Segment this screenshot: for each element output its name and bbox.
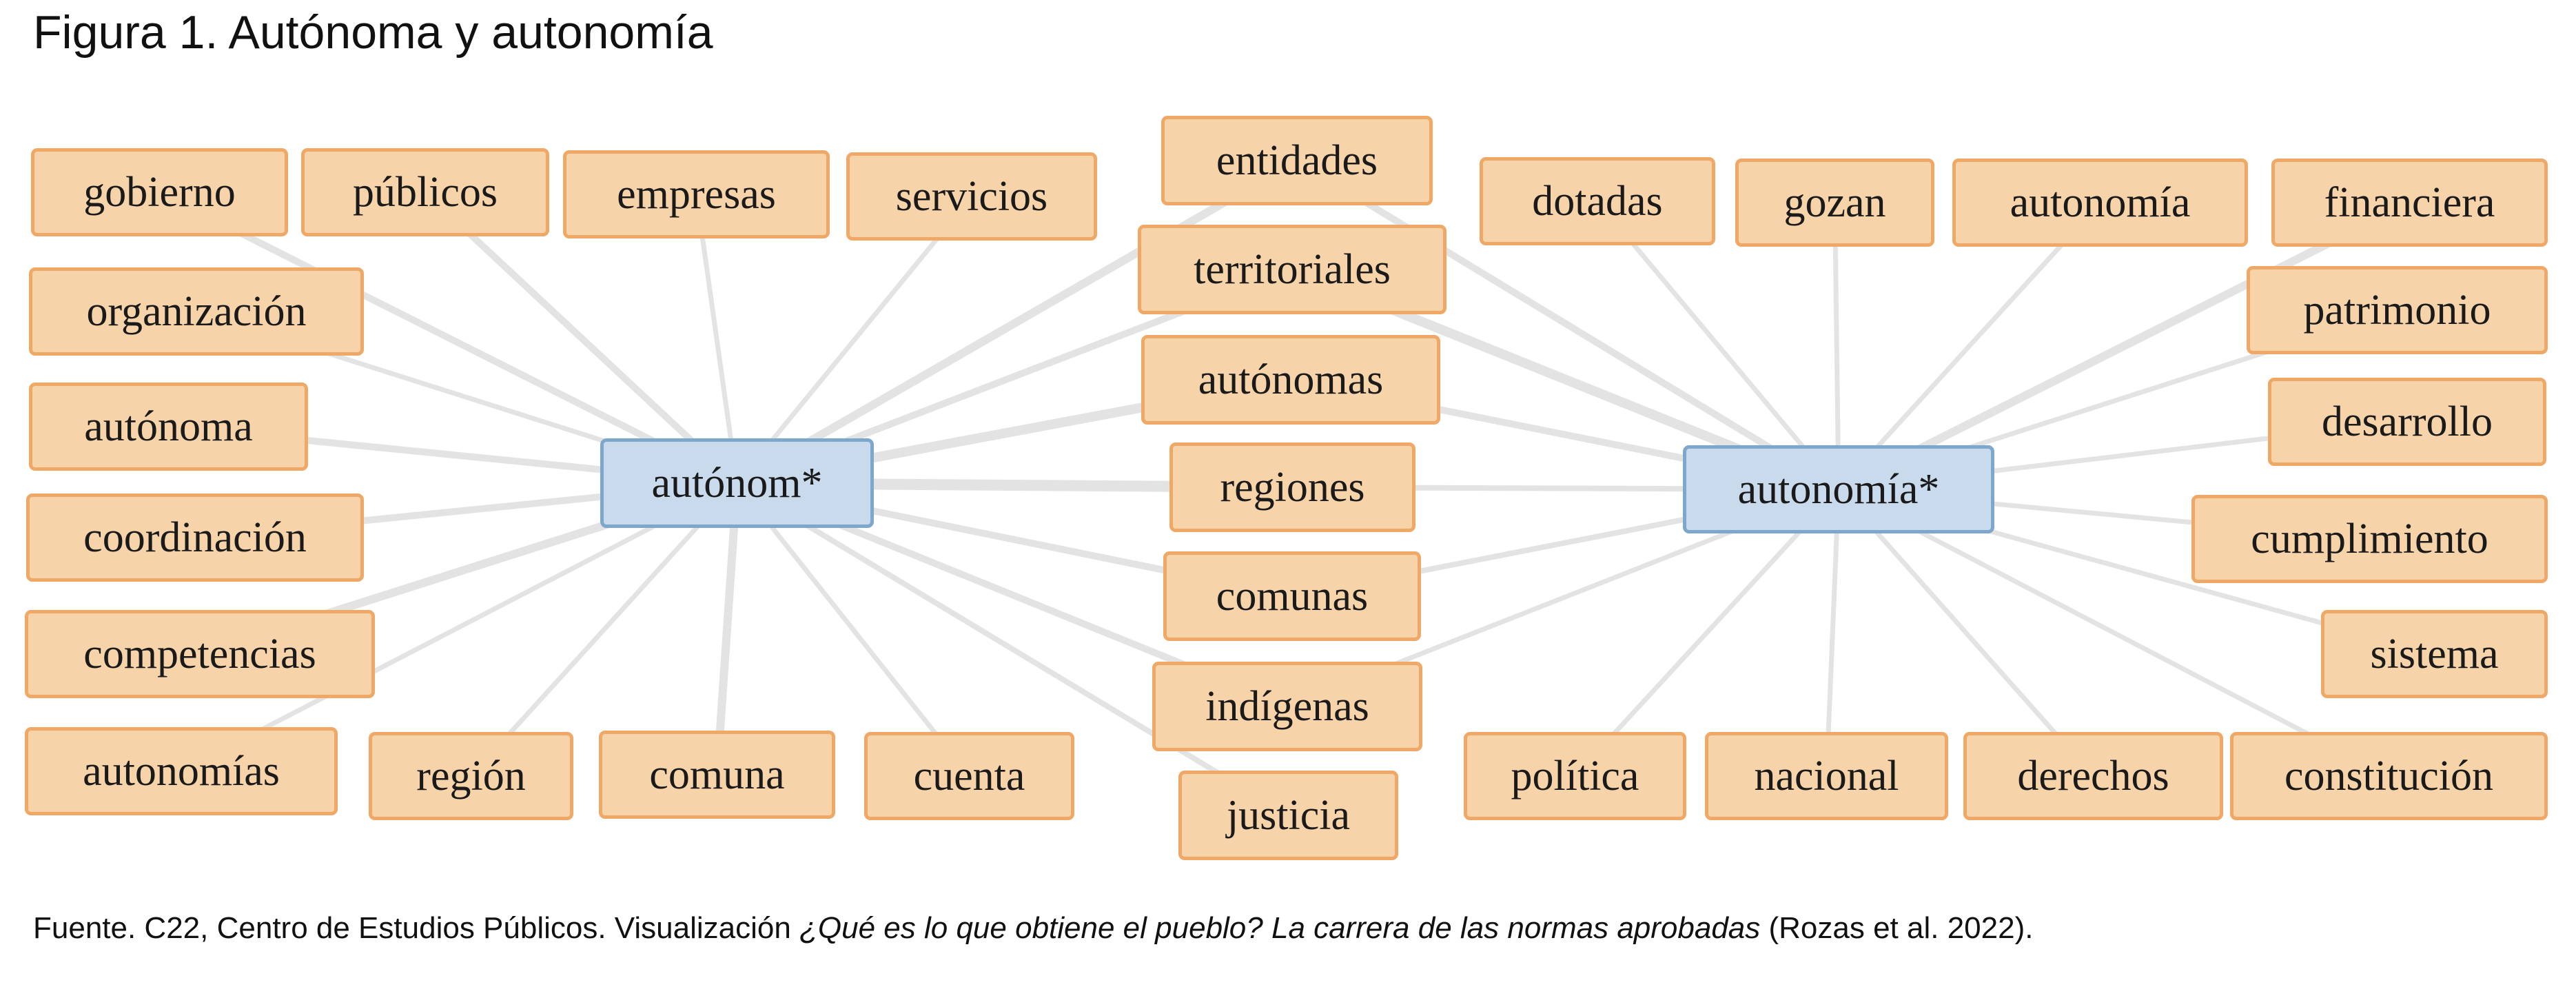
edge-hubL-servicios: [735, 194, 974, 486]
edge-hubL-empresas: [694, 192, 739, 486]
word-node-autonoma: autónoma: [29, 383, 308, 471]
edge-hubL-region: [469, 480, 739, 779]
edge-hubR-gozan: [1832, 200, 1841, 492]
word-node-organizacion: organización: [29, 267, 364, 356]
edge-hubL-publicos: [422, 189, 741, 487]
word-node-cumplimiento: cumplimiento: [2191, 495, 2548, 583]
word-node-autonomas: autónomas: [1141, 335, 1440, 425]
word-node-gobierno: gobierno: [31, 148, 288, 236]
word-node-derechos: derechos: [1963, 732, 2223, 820]
word-node-empresas: empresas: [563, 150, 830, 238]
edge-hubL-autonomias: [178, 480, 739, 774]
word-node-entidades: entidades: [1161, 116, 1433, 205]
word-node-comunas: comunas: [1163, 551, 1421, 641]
word-node-sistema: sistema: [2321, 610, 2548, 698]
word-node-coordinacion: coordinación: [26, 493, 364, 582]
source-title: ¿Qué es lo que obtiene el pueblo? La car…: [799, 911, 1761, 945]
word-node-patrimonio: patrimonio: [2247, 266, 2548, 354]
edge-hubL-entidades: [733, 156, 1301, 487]
word-node-politica: política: [1464, 732, 1686, 820]
word-node-desarrollo: desarrollo: [2268, 378, 2546, 466]
word-node-cuenta: cuenta: [864, 732, 1074, 820]
figure-source: Fuente. C22, Centro de Estudios Públicos…: [33, 911, 2033, 946]
edge-hubR-constitucion: [1836, 487, 2391, 779]
word-node-competencias: competencias: [25, 610, 375, 698]
word-node-gozan: gozan: [1735, 159, 1934, 247]
edge-hubL-gobierno: [156, 189, 741, 487]
word-node-justicia: justicia: [1178, 771, 1398, 860]
source-prefix: Fuente. C22, Centro de Estudios Públicos…: [33, 911, 800, 945]
hub-node-autonomia: autonomía*: [1683, 445, 1994, 533]
word-node-servicios: servicios: [846, 152, 1097, 241]
hub-node-autonom: autónom*: [600, 438, 874, 528]
edge-hubR-financiera: [1834, 198, 2414, 493]
word-node-financiera: financiera: [2271, 159, 2548, 247]
edge-hubR-autonomia: [1836, 200, 2103, 492]
edges-layer: [156, 156, 2437, 818]
edge-hubL-justicia: [734, 480, 1291, 818]
source-suffix: (Rozas et al. 2022).: [1760, 911, 2034, 945]
word-node-regiones: regiones: [1169, 442, 1415, 532]
edge-hubR-nacional: [1824, 487, 1841, 779]
word-node-indigenas: indígenas: [1152, 662, 1422, 751]
word-node-dotadas: dotadas: [1480, 157, 1715, 245]
figure-title: Figura 1. Autónoma y autonomía: [33, 6, 713, 59]
word-node-territoriales: territoriales: [1138, 225, 1447, 314]
word-node-nacional: nacional: [1705, 732, 1948, 820]
edge-hubR-dotadas: [1595, 198, 1841, 492]
word-node-region: región: [369, 732, 573, 820]
edge-hubR-politica: [1573, 487, 1841, 779]
word-node-comuna: comuna: [599, 731, 835, 819]
edge-hubR-derechos: [1836, 487, 2096, 779]
word-node-autonomia: autonomía: [1952, 159, 2248, 247]
word-node-publicos: públicos: [301, 148, 549, 236]
edge-hubL-cuenta: [735, 480, 972, 779]
edge-hubL-comuna: [713, 479, 742, 779]
edge-hubR-entidades: [1294, 157, 1842, 493]
word-node-autonomias: autonomías: [25, 727, 338, 815]
word-node-constitucion: constitución: [2230, 732, 2548, 820]
